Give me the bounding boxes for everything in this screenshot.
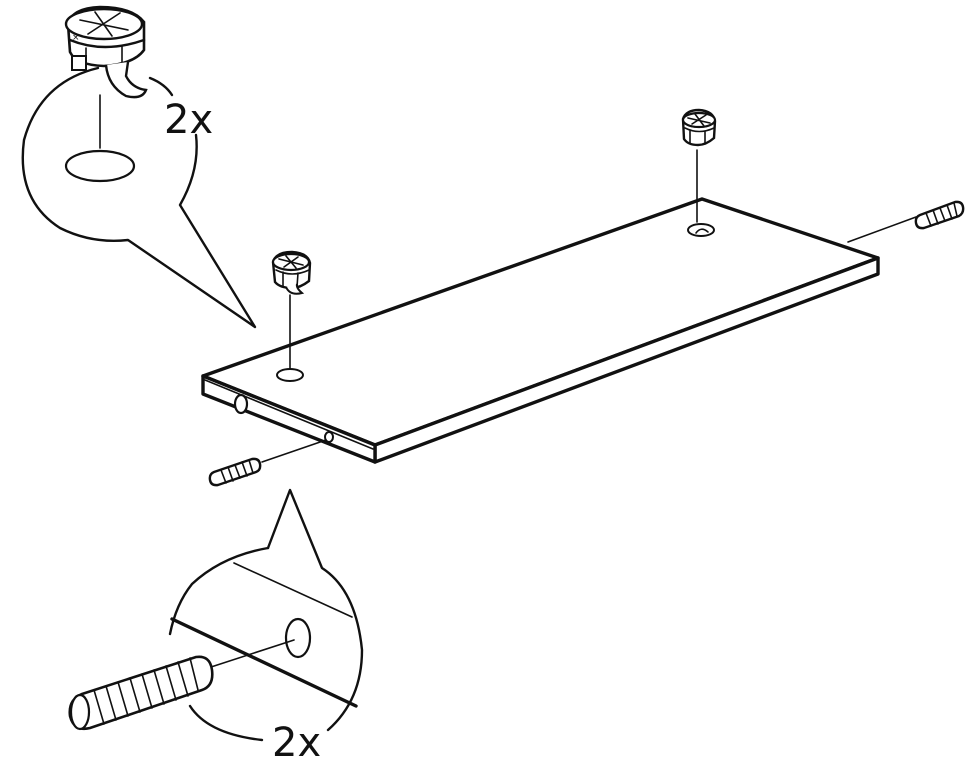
- end-face-hole-small: [324, 431, 334, 443]
- wooden-dowel-left: [208, 439, 327, 487]
- shelf-board: [201, 197, 880, 464]
- cam-hole-left: [276, 368, 304, 382]
- board-top-face: [201, 197, 880, 447]
- callout-bottom-quantity: 2x: [272, 720, 321, 765]
- callout-board-edge-thick: [170, 617, 358, 708]
- callout-bottom-hole: [284, 617, 312, 659]
- callout-top-hole: [64, 149, 136, 183]
- wooden-dowel-large: [68, 655, 214, 731]
- end-face-hole-large: [233, 393, 249, 415]
- callout-bottom: 2x: [68, 488, 364, 765]
- cam-lock-fitting-large: ×: [64, 5, 148, 99]
- insert-guide-line: [847, 216, 917, 243]
- insert-guide-line: [261, 439, 327, 463]
- cam-hole-right: [687, 223, 715, 237]
- board-edge-line: [204, 379, 374, 450]
- cam-lock-fitting-left: [271, 250, 312, 369]
- cam-lock-fitting-right: [681, 108, 717, 223]
- callout-top-quantity: 2x: [164, 97, 213, 143]
- svg-text:×: ×: [72, 33, 80, 43]
- callout-board-edge-thin: [233, 562, 353, 618]
- wooden-dowel-right: [847, 200, 965, 243]
- callout-top: × 2x: [21, 5, 257, 329]
